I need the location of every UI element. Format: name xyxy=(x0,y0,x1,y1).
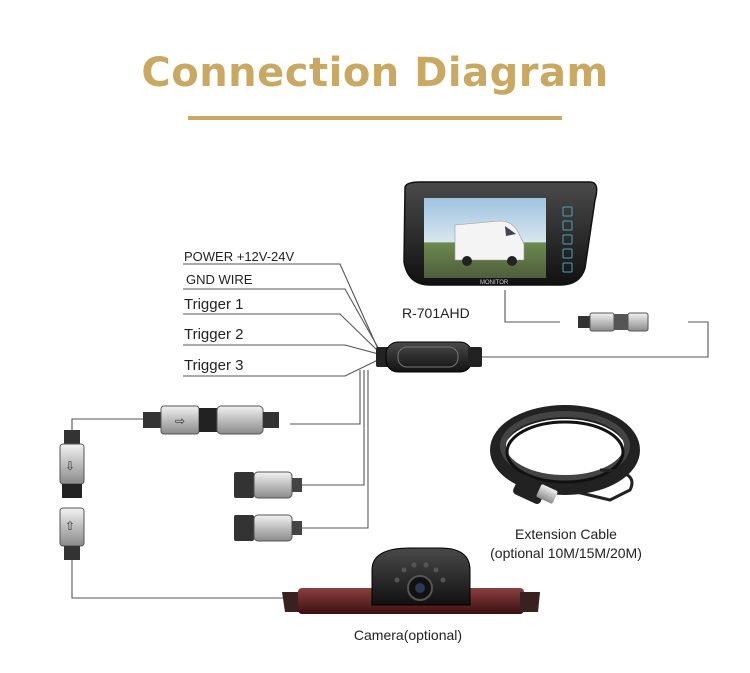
wire-label-power: POWER +12V-24V xyxy=(184,249,295,264)
svg-text:⇨: ⇨ xyxy=(175,414,185,428)
wire-label-trigger1: Trigger 1 xyxy=(184,296,243,313)
harness-wires xyxy=(71,263,709,599)
svg-text:⇩: ⇩ xyxy=(65,459,75,473)
mirror-monitor: MONITOR xyxy=(403,181,598,286)
vertical-connector-pair: ⇩ ⇧ xyxy=(59,430,85,560)
extension-cable-title: Extension Cable xyxy=(515,526,617,542)
monitor-brand: MONITOR xyxy=(480,280,509,286)
extension-cable-subtitle: (optional 10M/15M/20M) xyxy=(490,545,642,561)
svg-text:⇧: ⇧ xyxy=(65,519,75,533)
monitor-connector xyxy=(578,312,649,332)
van-icon xyxy=(454,220,525,266)
wire-labels: POWER +12V-24V GND WIRE Trigger 1 Trigge… xyxy=(183,249,340,374)
monitor-buttons xyxy=(562,206,573,273)
branch-connector-2 xyxy=(234,514,302,542)
branch-connector-1 xyxy=(234,471,302,499)
wire-label-trigger2: Trigger 2 xyxy=(184,326,243,343)
camera-label: Camera(optional) xyxy=(354,627,462,643)
extension-cable-coil xyxy=(490,405,640,502)
inline-connector-pair: ⇨ xyxy=(143,405,279,435)
page-title: Connection Diagram xyxy=(141,50,609,96)
splitter-box xyxy=(376,341,482,373)
extension-cable-connector xyxy=(513,474,558,504)
wire-label-trigger3: Trigger 3 xyxy=(184,357,243,374)
title-underline xyxy=(188,116,562,120)
wire-label-gnd: GND WIRE xyxy=(186,272,253,287)
monitor-model-label: R-701AHD xyxy=(402,305,470,321)
camera-brake-light xyxy=(282,547,540,614)
